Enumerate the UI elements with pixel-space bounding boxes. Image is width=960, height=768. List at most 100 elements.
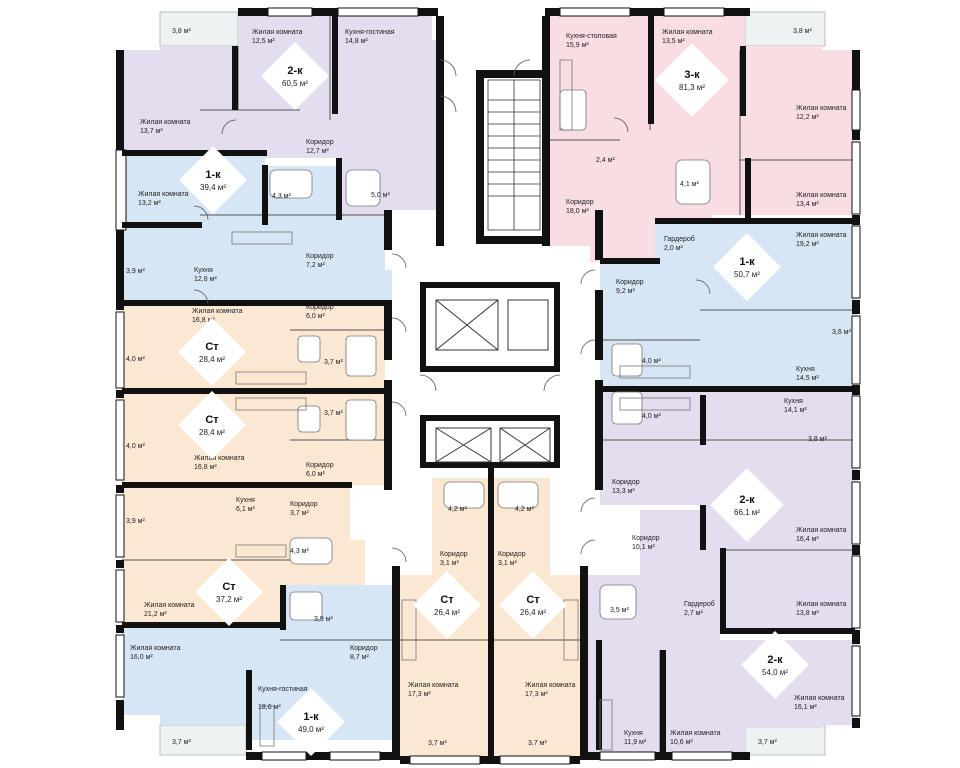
apartment-type: Ст <box>440 594 454 606</box>
room-label: Жилая комната <box>194 455 245 462</box>
apartment-type: 1-к <box>739 256 755 268</box>
room-area: 10,6 м² <box>670 739 693 746</box>
walls <box>115 7 861 765</box>
room-label: Кухня <box>796 366 815 373</box>
apartment-type: 2-к <box>767 654 783 666</box>
apartment-badge[interactable]: 3-к 81,3 м² <box>655 43 729 117</box>
apartment-area: 60,5 м² <box>282 79 308 88</box>
apartment-area: 50,7 м² <box>734 270 760 279</box>
zone-st-w3 <box>122 485 365 625</box>
room-area: 3,7 м² <box>290 510 309 517</box>
room-label: Жилая комната <box>138 191 189 198</box>
room-label: Жилая комната <box>796 232 847 239</box>
room-area: 16,8 м² <box>194 464 217 471</box>
room-label: Жилая комната <box>525 682 576 689</box>
zone-st-c2 <box>492 575 580 760</box>
room-area: 3,7 м² <box>428 740 447 747</box>
apartment-type: Ст <box>205 414 219 426</box>
apartment-area: 54,0 м² <box>762 668 788 677</box>
apartment-area: 37,2 м² <box>216 595 242 604</box>
room-label: Коридор <box>306 139 334 146</box>
room-area: 16,0 м² <box>130 654 153 661</box>
room-area: 14,8 м² <box>345 38 368 45</box>
apartment-area: 28,4 м² <box>199 355 225 364</box>
zone-2k-se <box>588 510 858 760</box>
room-label: Гардероб <box>664 235 695 243</box>
room-area: 2,0 м² <box>664 245 683 252</box>
room-area: 13,3 м² <box>612 488 635 495</box>
staircase <box>487 79 541 231</box>
apartment-badge[interactable]: Ст 28,4 м² <box>178 318 246 386</box>
room-area: 9,2 м² <box>616 288 635 295</box>
room-area: 14,1 м² <box>784 407 807 414</box>
apartment-badge[interactable]: Ст 28,4 м² <box>178 391 246 459</box>
room-area: 3,1 м² <box>498 560 517 567</box>
room-area: 18,0 м² <box>566 208 589 215</box>
room-area: 4,2 м² <box>515 506 534 513</box>
room-label: Жилая комната <box>796 527 847 534</box>
apartment-badge[interactable]: 2-к 60,5 м² <box>261 42 329 110</box>
room-label: Коридор <box>616 279 644 286</box>
room-area: 17,3 м² <box>408 691 431 698</box>
room-area: 4,0 м² <box>126 443 145 450</box>
room-area: 15,9 м² <box>566 42 589 49</box>
room-area: 3,7 м² <box>324 359 343 366</box>
room-label: Жилая комната <box>144 602 195 609</box>
room-area: 4,0 м² <box>642 413 661 420</box>
room-label: Коридор <box>632 535 660 542</box>
apartment-badge[interactable]: 2-к 66,1 м² <box>710 468 784 542</box>
apartment-area: 49,0 м² <box>298 725 324 734</box>
elevators <box>435 299 551 463</box>
room-area: 2,7 м² <box>684 610 703 617</box>
room-area: 6,0 м² <box>306 471 325 478</box>
room-area: 13,7 м² <box>140 128 163 135</box>
room-label: Жилая комната <box>796 105 847 112</box>
room-area: 3,7 м² <box>528 740 547 747</box>
room-area: 14,5 м² <box>796 375 819 382</box>
room-area: 12,7 м² <box>306 148 329 155</box>
apartment-area: 26,4 м² <box>434 608 460 617</box>
room-label: Кухня-столовая <box>566 33 617 40</box>
room-label: Коридор <box>612 479 640 486</box>
room-label: Жилая комната <box>670 730 721 737</box>
room-label: Коридор <box>566 199 594 206</box>
room-label: Жилая комната <box>408 682 459 689</box>
apartment-type: 2-к <box>739 494 755 506</box>
apartment-area: 26,4 м² <box>520 608 546 617</box>
room-area: 11,9 м² <box>624 739 647 746</box>
room-area: 10,1 м² <box>632 544 655 551</box>
room-label: Жилая комната <box>796 192 847 199</box>
apartment-area: 39,4 м² <box>200 183 226 192</box>
room-label: Коридор <box>290 501 318 508</box>
zone-1k-sw <box>122 585 392 740</box>
apartment-type: Ст <box>526 594 540 606</box>
room-area: 13,8 м² <box>796 610 819 617</box>
room-area: 12,2 м² <box>796 114 819 121</box>
room-area: 17,3 м² <box>525 691 548 698</box>
apartment-type: 1-к <box>303 711 319 723</box>
zones <box>122 14 858 760</box>
apartment-area: 81,3 м² <box>679 83 705 92</box>
doors <box>193 59 711 563</box>
room-area: 12,8 м² <box>194 276 217 283</box>
room-area: 3,9 м² <box>314 616 333 623</box>
room-area: 6,0 м² <box>306 313 325 320</box>
room-area: 16,4 м² <box>796 536 819 543</box>
apartment-type: 3-к <box>684 69 700 81</box>
room-label: Кухня <box>784 398 803 405</box>
room-area: 13,2 м² <box>138 200 161 207</box>
room-labels: Жилая комната 12,5 м² Кухня-гостиная 14,… <box>126 28 851 747</box>
zone-3k-ne <box>548 14 858 262</box>
room-area: 3,9 м² <box>126 518 145 525</box>
room-area: 3,8 м² <box>808 436 827 443</box>
room-label: Гардероб <box>684 600 715 608</box>
room-area: 4,3 м² <box>272 193 291 200</box>
zone-st-c1 <box>400 575 488 760</box>
room-area: 3,7 м² <box>758 739 777 746</box>
room-label: Коридор <box>306 253 334 260</box>
room-area: 7,2 м² <box>306 262 325 269</box>
room-area: 4,2 м² <box>448 506 467 513</box>
fixtures <box>269 89 711 621</box>
room-area: 16,1 м² <box>794 704 817 711</box>
room-label: Жилая комната <box>192 308 243 315</box>
